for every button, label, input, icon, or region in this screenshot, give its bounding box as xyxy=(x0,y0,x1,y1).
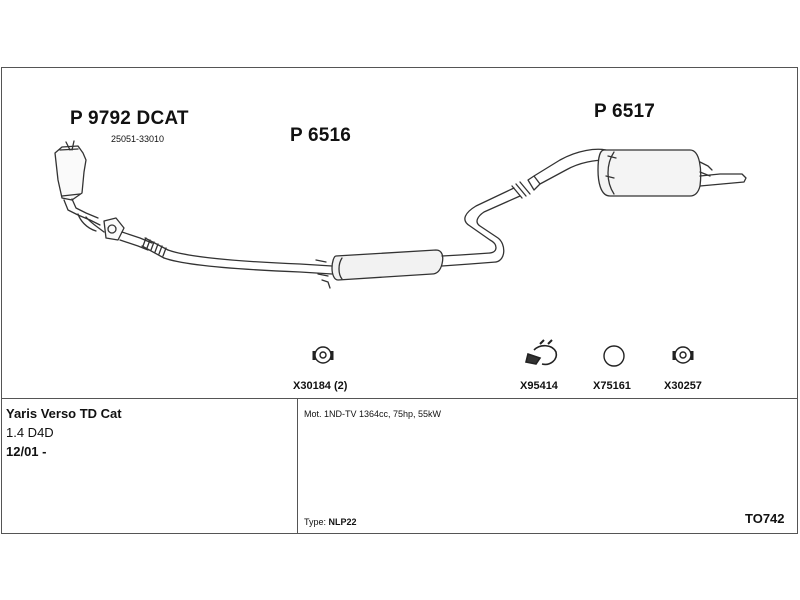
clamp-icon xyxy=(525,339,558,366)
motor-spec: Mot. 1ND-TV 1364cc, 75hp, 55kW xyxy=(304,409,442,419)
diagram-frame xyxy=(1,67,798,534)
middle-silencer-drawing xyxy=(315,249,497,289)
gasket-ring-icon xyxy=(603,345,625,367)
rear-silencer-drawing xyxy=(597,149,747,197)
rear-silencer-part-number: P 6517 xyxy=(594,101,656,122)
accessory-code: X30257 xyxy=(664,380,702,392)
kit-code: TO742 xyxy=(745,511,785,526)
accessory-code: X95414 xyxy=(520,380,558,392)
info-divider xyxy=(1,398,798,399)
info-column-divider xyxy=(297,398,298,534)
rising-pipe-drawing xyxy=(464,148,607,263)
type-row: Type: NLP22 xyxy=(304,517,357,527)
vehicle-name: Yaris Verso TD Cat xyxy=(6,406,122,421)
catalyst-part-number: P 9792 DCAT xyxy=(70,108,189,129)
vehicle-engine: 1.4 D4D xyxy=(6,425,54,440)
catalyst-oem-ref: 25051-33010 xyxy=(111,134,165,144)
middle-pipe-part-number: P 6516 xyxy=(290,125,352,146)
accessory-code: X75161 xyxy=(593,380,631,392)
accessory-code: X30184 (2) xyxy=(293,380,348,392)
type-value: NLP22 xyxy=(328,517,357,527)
rubber-hanger-icon xyxy=(312,346,334,364)
rubber-hanger-icon xyxy=(672,346,694,364)
type-label: Type: xyxy=(304,517,327,527)
catalytic-converter-drawing xyxy=(54,140,105,233)
front-pipe-drawing xyxy=(103,217,333,275)
vehicle-date: 12/01 - xyxy=(6,444,47,459)
